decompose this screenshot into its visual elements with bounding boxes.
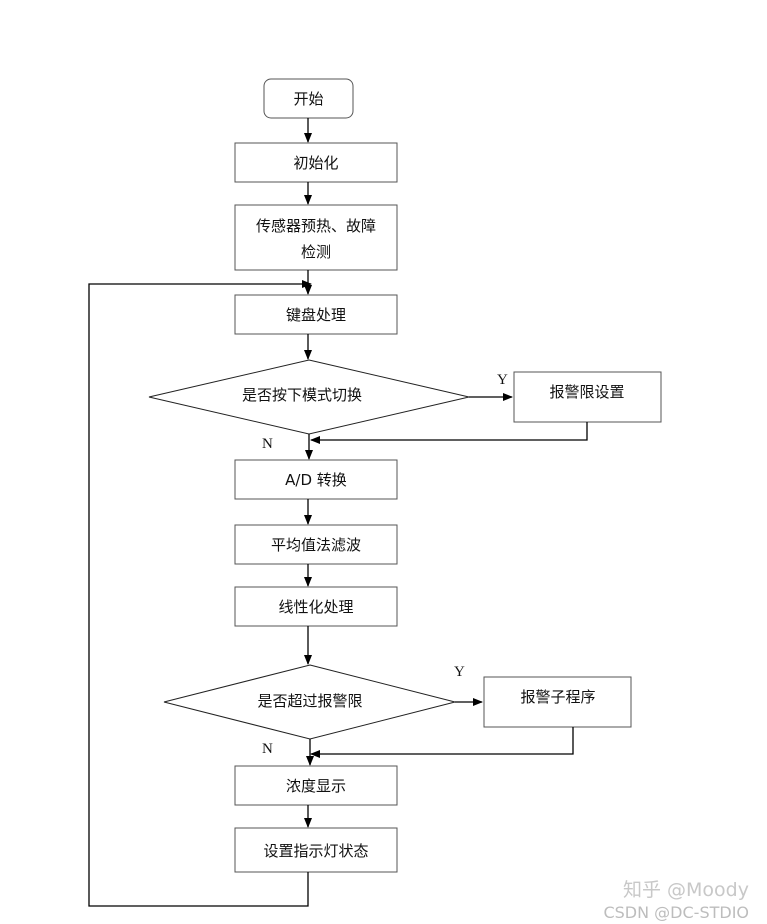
csdn-watermark: CSDN @DC-STDIO — [603, 903, 749, 922]
mode-switch-label: 是否按下模式切换 — [242, 386, 362, 404]
avg-filter-label: 平均值法滤波 — [271, 536, 361, 554]
loop-back-line — [88, 280, 312, 907]
keyboard-label: 键盘处理 — [286, 306, 346, 324]
alarm-sub-label: 报警子程序 — [520, 688, 595, 706]
sensor-label-line2: 检测 — [301, 243, 331, 261]
return-from-alarm-sub — [310, 727, 574, 758]
ad-convert-box — [234, 459, 398, 500]
concentration-display-label: 浓度显示 — [286, 777, 346, 795]
linearize-label: 线性化处理 — [278, 598, 353, 616]
avg-filter-box — [234, 524, 398, 565]
keyboard-box — [234, 294, 398, 335]
concentration-display-box — [234, 765, 398, 806]
over-limit-label: 是否超过报警限 — [257, 692, 362, 710]
linearize-box — [234, 586, 398, 627]
no-label-1: N — [262, 436, 273, 452]
yes-label-1: Y — [497, 372, 508, 388]
alarm-limit-set-label: 报警限设置 — [549, 383, 624, 401]
sensor-box — [234, 204, 398, 271]
set-lamp-box — [234, 827, 398, 873]
yes-label-2: Y — [454, 664, 465, 680]
zhihu-watermark: 知乎 @Moody — [623, 879, 749, 901]
start-label: 开始 — [293, 90, 323, 108]
alarm-sub-box — [483, 676, 632, 728]
sensor-label-line1: 传感器预热、故障 — [256, 217, 376, 235]
set-lamp-label: 设置指示灯状态 — [263, 842, 368, 860]
no-label-2: N — [262, 741, 273, 757]
alarm-limit-set-box — [513, 371, 662, 423]
init-label: 初始化 — [293, 154, 338, 172]
ad-convert-label: A/D 转换 — [285, 471, 347, 489]
init-box — [234, 142, 398, 183]
return-from-alarm-limit-set — [310, 422, 588, 444]
